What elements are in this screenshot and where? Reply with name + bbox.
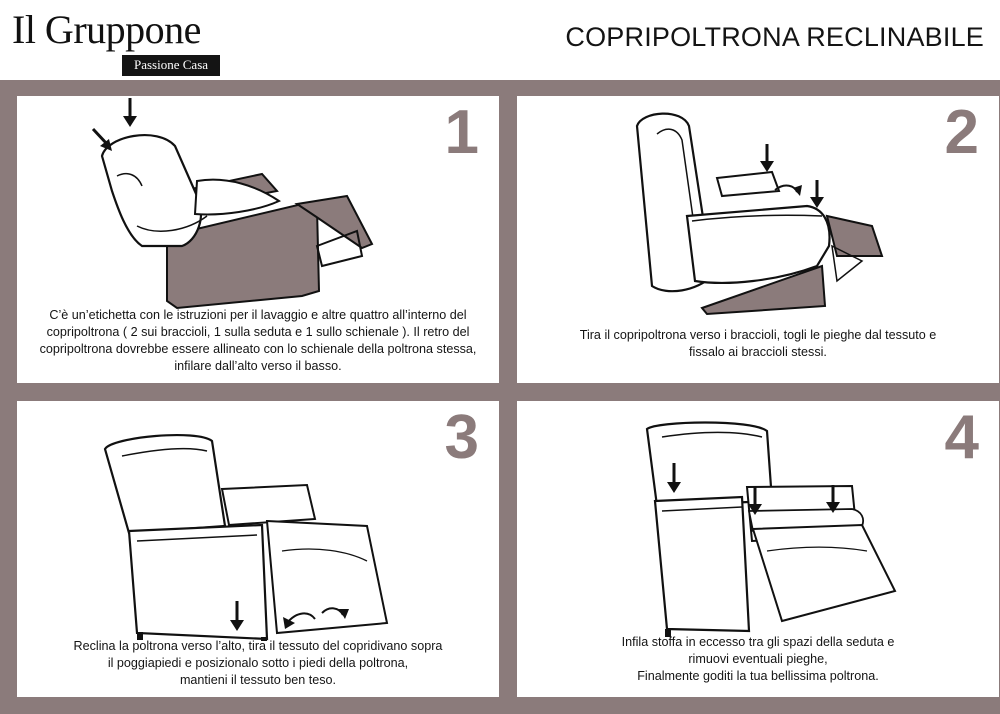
caption-line: il poggiapiedi e posizionalo sotto i pie…: [107, 656, 409, 670]
caption-line: mantieni il tessuto ben teso.: [179, 673, 337, 687]
caption-line: copripoltrona ( 2 sui braccioli, 1 sulla…: [46, 325, 470, 339]
brand-tagline: Passione Casa: [122, 55, 221, 76]
step-caption-2: Tira il copripoltrona verso i braccioli,…: [527, 327, 989, 361]
step-panel-1: 1 C’è un’etichetta con le istruzioni per…: [17, 96, 499, 383]
step-3-illustration: [103, 433, 389, 641]
step-number-3: 3: [444, 403, 479, 472]
step-1-illustration: [91, 98, 374, 310]
caption-line: Reclina la poltrona verso l’alto, tira i…: [73, 639, 443, 653]
step-caption-1: C’è un’etichetta con le istruzioni per i…: [27, 307, 489, 375]
caption-line: copripoltrona dovrebbe essere allineato …: [39, 342, 477, 356]
step-panel-4: 4 Infila stoffa in eccesso tra gli spazi…: [517, 401, 999, 697]
caption-line: infilare dall’alto verso il basso.: [174, 359, 342, 373]
step-caption-3: Reclina la poltrona verso l’alto, tira i…: [27, 638, 489, 689]
step-4-illustration: [645, 421, 897, 637]
page-title: COPRIPOLTRONA RECLINABILE: [565, 22, 984, 52]
step-2-illustration: [635, 112, 884, 316]
step-panel-3: 3 Reclina la poltrona verso l’alto, tira…: [17, 401, 499, 697]
caption-line: C’è un’etichetta con le istruzioni per i…: [49, 308, 467, 322]
step-number-4: 4: [944, 403, 979, 472]
step-caption-4: Infila stoffa in eccesso tra gli spazi d…: [527, 634, 989, 685]
step-number-2: 2: [944, 98, 979, 167]
caption-line: rimuovi eventuali pieghe,: [688, 652, 828, 666]
step-panel-2: 2 Tira il copripoltrona verso i bracciol…: [517, 96, 999, 383]
step-number-1: 1: [444, 98, 479, 167]
brand-logo: Il Gruppone: [12, 7, 201, 52]
caption-line: fissalo ai braccioli stessi.: [689, 345, 827, 359]
caption-line: Finalmente goditi la tua bellissima polt…: [637, 669, 879, 683]
caption-line: Infila stoffa in eccesso tra gli spazi d…: [621, 635, 895, 649]
header: Il Gruppone Passione Casa COPRIPOLTRONA …: [0, 0, 1000, 80]
caption-line: Tira il copripoltrona verso i braccioli,…: [579, 328, 937, 342]
